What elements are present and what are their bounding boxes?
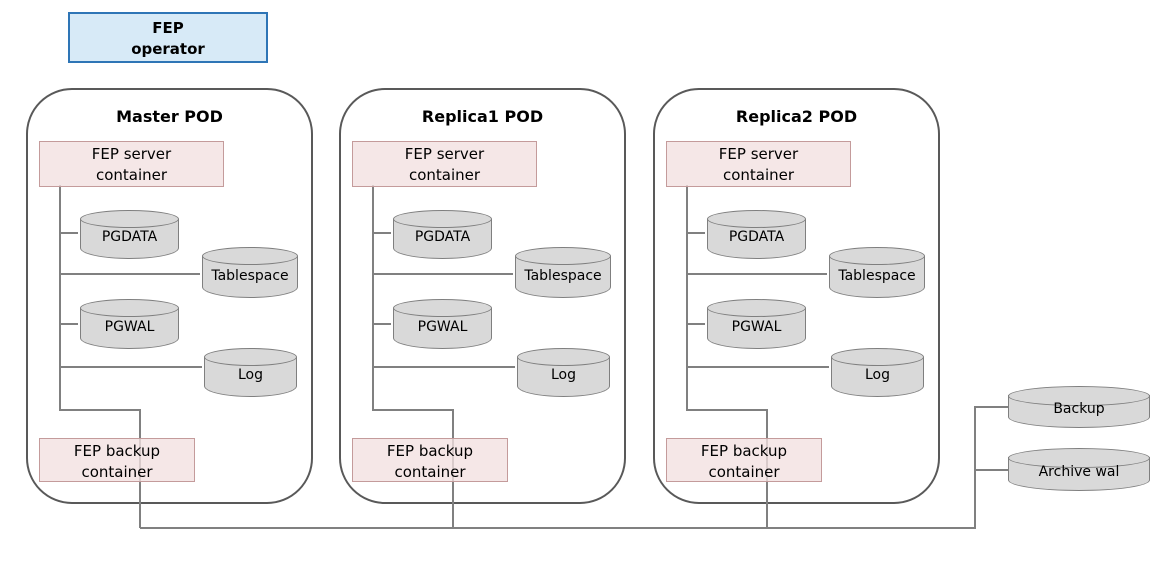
fep-backup-container: FEP backup container: [666, 438, 822, 482]
cylinder-top: [1008, 448, 1150, 468]
pgwal-volume: PGWAL: [393, 299, 492, 349]
operator-label-line: FEP: [152, 19, 184, 37]
cylinder-top: [204, 348, 297, 366]
container-label-line: FEP server: [404, 145, 485, 163]
container-label-line: container: [408, 166, 481, 184]
volume-label: Tablespace: [524, 267, 602, 284]
cylinder-top: [393, 299, 492, 317]
cylinder-top: [202, 247, 298, 265]
volume-label: PGWAL: [731, 319, 782, 335]
container-label-line: container: [81, 463, 153, 481]
container-label-line: FEP server: [91, 145, 172, 163]
cylinder-top: [707, 299, 806, 317]
pgdata-volume: PGDATA: [393, 210, 492, 259]
operator-label-line: operator: [131, 40, 205, 58]
fep-server-container: FEP server container: [39, 141, 224, 187]
container-label-line: FEP server: [718, 145, 799, 163]
log-volume: Log: [204, 348, 297, 397]
fep-operator-box: FEP operator: [68, 12, 268, 63]
cylinder-top: [80, 210, 179, 228]
tablespace-volume: Tablespace: [202, 247, 298, 298]
fep-backup-container: FEP backup container: [39, 438, 195, 482]
pod-title: Master POD: [116, 107, 223, 126]
fep-server-container: FEP server container: [666, 141, 851, 187]
cylinder-top: [517, 348, 610, 366]
storage-label: Backup: [1053, 401, 1105, 418]
tablespace-volume: Tablespace: [829, 247, 925, 298]
tablespace-volume: Tablespace: [515, 247, 611, 298]
archive-wal-storage: Archive wal: [1008, 448, 1150, 491]
volume-label: PGWAL: [104, 319, 155, 335]
cylinder-top: [829, 247, 925, 265]
pod-replica2: Replica2 POD FEP server container PGDATA…: [653, 88, 940, 504]
volume-label: Tablespace: [838, 267, 916, 284]
container-label-line: container: [722, 166, 795, 184]
pod-title: Replica2 POD: [735, 107, 858, 126]
fep-backup-container: FEP backup container: [352, 438, 508, 482]
storage-label: Archive wal: [1038, 463, 1120, 480]
pgwal-volume: PGWAL: [80, 299, 179, 349]
log-volume: Log: [517, 348, 610, 397]
container-label-line: container: [95, 166, 168, 184]
volume-label: PGWAL: [417, 319, 468, 335]
container-label-line: container: [394, 463, 466, 481]
pod-master: Master POD FEP server container PGDATA T…: [26, 88, 313, 504]
cylinder-top: [80, 299, 179, 317]
volume-label: Tablespace: [211, 267, 289, 284]
volume-label: Log: [864, 367, 890, 384]
cylinder-top: [831, 348, 924, 366]
container-label-line: FEP backup: [700, 442, 788, 460]
cylinder-top: [1008, 386, 1150, 406]
volume-label: PGDATA: [414, 229, 471, 246]
fep-server-container: FEP server container: [352, 141, 537, 187]
volume-label: PGDATA: [101, 229, 158, 246]
pod-replica1: Replica1 POD FEP server container PGDATA…: [339, 88, 626, 504]
pgdata-volume: PGDATA: [80, 210, 179, 259]
container-label-line: FEP backup: [386, 442, 474, 460]
cylinder-top: [515, 247, 611, 265]
container-label-line: container: [708, 463, 780, 481]
volume-label: Log: [237, 367, 263, 384]
volume-label: Log: [550, 367, 576, 384]
log-volume: Log: [831, 348, 924, 397]
cylinder-top: [707, 210, 806, 228]
backup-storage: Backup: [1008, 386, 1150, 428]
volume-label: PGDATA: [728, 229, 785, 246]
connector-line: [140, 406, 1008, 529]
container-label-line: FEP backup: [73, 442, 161, 460]
pgwal-volume: PGWAL: [707, 299, 806, 349]
cylinder-top: [393, 210, 492, 228]
pgdata-volume: PGDATA: [707, 210, 806, 259]
pod-title: Replica1 POD: [421, 107, 544, 126]
